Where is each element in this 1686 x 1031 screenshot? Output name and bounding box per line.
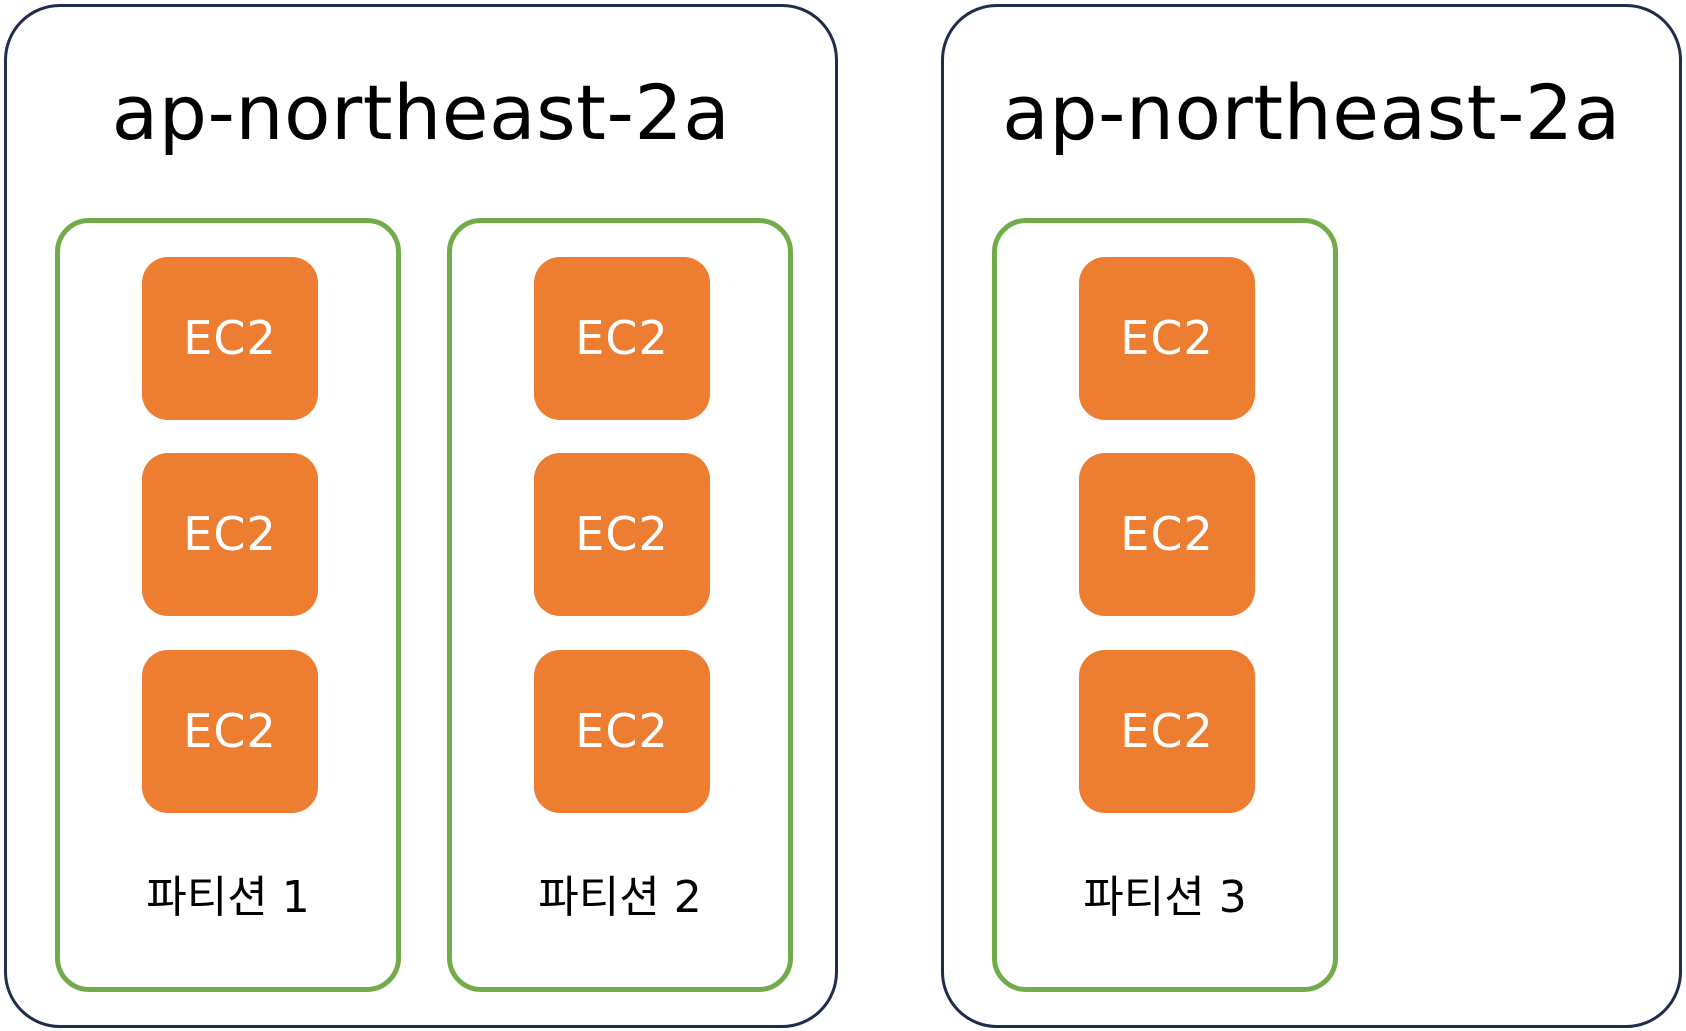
ec2-instance: EC2: [1079, 257, 1255, 420]
ec2-instance: EC2: [534, 453, 710, 616]
ec2-instance: EC2: [1079, 650, 1255, 813]
partition-label: 파티션 2: [538, 872, 702, 923]
partition-3: EC2 EC2 EC2 파티션 3: [992, 218, 1338, 992]
ec2-instance: EC2: [142, 453, 318, 616]
partition-2: EC2 EC2 EC2 파티션 2: [447, 218, 793, 992]
partition-label: 파티션 3: [1083, 872, 1247, 923]
zone-title: ap-northeast-2a: [111, 68, 731, 157]
ec2-instance: EC2: [142, 257, 318, 420]
availability-zone-2: ap-northeast-2a EC2 EC2 EC2 파티션 3: [941, 4, 1682, 1028]
ec2-instance: EC2: [534, 257, 710, 420]
ec2-instance: EC2: [1079, 453, 1255, 616]
ec2-instance: EC2: [142, 650, 318, 813]
availability-zone-1: ap-northeast-2a EC2 EC2 EC2 파티션 1 EC2 EC…: [4, 4, 838, 1028]
ec2-instance: EC2: [534, 650, 710, 813]
partition-label: 파티션 1: [146, 872, 310, 923]
partition-1: EC2 EC2 EC2 파티션 1: [55, 218, 401, 992]
zone-title: ap-northeast-2a: [1002, 68, 1621, 157]
